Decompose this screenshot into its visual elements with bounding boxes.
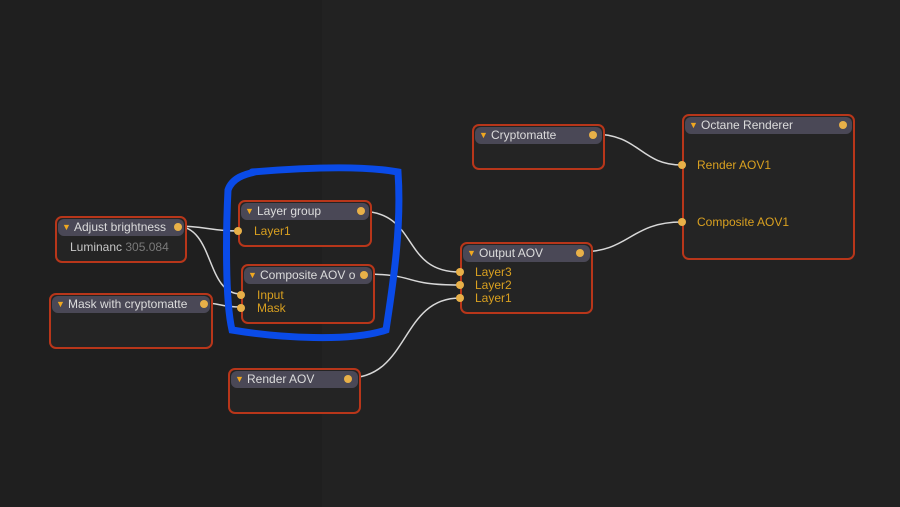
collapse-triangle-icon[interactable]: ▼ [689,120,698,130]
collapse-triangle-icon[interactable]: ▼ [245,206,254,216]
input-label: Mask [257,301,286,315]
node-header[interactable]: ▼Render AOV [231,371,358,388]
collapse-triangle-icon[interactable]: ▼ [467,248,476,258]
node-composite-aov[interactable]: ▼Composite AOV o Input Mask [237,264,375,324]
node-layer-group[interactable]: ▼Layer group Layer1 [234,200,372,247]
input-label: Layer1 [254,224,291,238]
node-title: Cryptomatte [491,128,557,142]
input-label: Render AOV1 [697,158,772,172]
highlight-annotation [223,164,403,342]
input-label: Composite AOV1 [697,215,790,229]
node-header[interactable]: ▼Octane Renderer [685,117,852,134]
node-title: Adjust brightness [74,220,167,234]
input-label: Layer1 [475,291,512,305]
wire-layergroup-to-layer3 [358,210,461,273]
collapse-triangle-icon[interactable]: ▼ [479,130,488,140]
input-port-layer1[interactable] [234,227,242,235]
wire-crypto-to-renderaov1 [592,133,683,166]
node-header[interactable]: ▼Mask with cryptomatte [52,296,210,313]
node-title: Octane Renderer [701,118,794,132]
param-value[interactable]: 305.084 [125,240,169,254]
input-port-layer2[interactable] [456,281,464,289]
collapse-triangle-icon[interactable]: ▼ [62,222,71,232]
input-label: Layer2 [475,278,512,292]
node-header[interactable]: ▼Output AOV [463,245,590,262]
input-port-mask[interactable] [237,304,245,312]
node-title: Render AOV [247,372,315,386]
output-port[interactable] [174,223,182,231]
wire-render-to-layer1 [347,297,461,379]
output-port[interactable] [344,375,352,383]
output-port[interactable] [589,131,597,139]
node-adjust-brightness[interactable]: ▼Adjust brightness Luminanc 305.084 [55,216,187,263]
collapse-triangle-icon[interactable]: ▼ [56,299,65,309]
node-mask-with-cryptomatte[interactable]: ▼Mask with cryptomatte [49,293,213,349]
node-header[interactable]: ▼Cryptomatte [475,127,602,144]
node-title: Layer group [257,204,322,218]
output-port[interactable] [839,121,847,129]
node-title: Composite AOV o [260,268,356,282]
node-title: Output AOV [479,246,544,260]
input-port-input[interactable] [237,291,245,299]
node-header[interactable]: ▼Composite AOV o [244,267,372,284]
node-cryptomatte[interactable]: ▼Cryptomatte [472,124,605,170]
node-octane-renderer[interactable]: ▼Octane Renderer Render AOV1 Composite A… [678,114,855,260]
output-port[interactable] [360,271,368,279]
node-output-aov[interactable]: ▼Output AOV Layer3 Layer2 Layer1 [456,242,593,314]
input-port-render-aov1[interactable] [678,161,686,169]
input-label: Layer3 [475,265,512,279]
input-port-layer1[interactable] [456,294,464,302]
node-title: Mask with cryptomatte [68,297,188,311]
input-port-composite-aov1[interactable] [678,218,686,226]
output-port[interactable] [200,300,208,308]
input-label: Input [257,288,284,302]
collapse-triangle-icon[interactable]: ▼ [248,270,257,280]
wire-output-to-compositeaov1 [579,221,683,253]
node-render-aov[interactable]: ▼Render AOV [228,368,361,414]
output-port[interactable] [576,249,584,257]
collapse-triangle-icon[interactable]: ▼ [235,374,244,384]
output-port[interactable] [357,207,365,215]
node-header[interactable]: ▼Layer group [241,203,369,220]
param-luminance[interactable]: Luminanc 305.084 [70,240,169,254]
input-port-layer3[interactable] [456,268,464,276]
node-header[interactable]: ▼Adjust brightness [58,219,184,236]
param-label: Luminanc [70,240,123,254]
wire-composite-to-layer2 [361,273,461,286]
